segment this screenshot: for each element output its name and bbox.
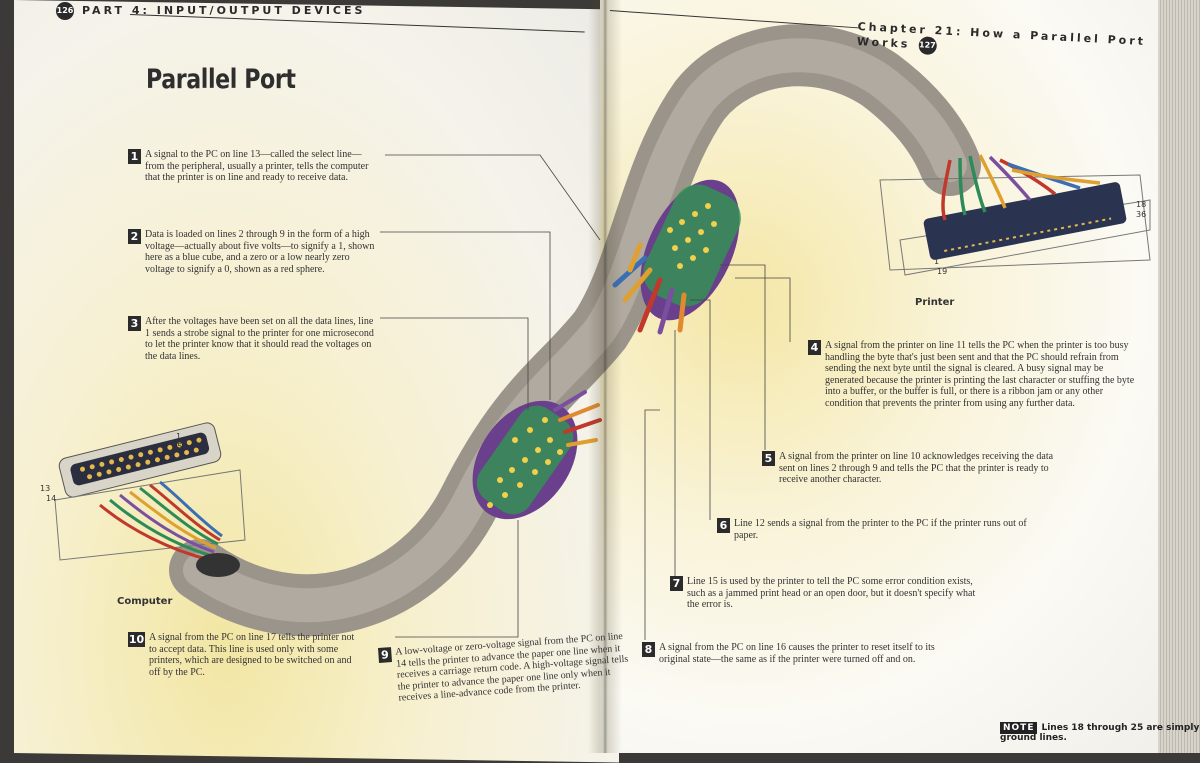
step-7-number: 7 bbox=[670, 576, 683, 591]
right-page-number: 127 bbox=[918, 36, 937, 55]
step-1-text: A signal to the PC on line 13—called the… bbox=[128, 149, 378, 184]
step-5: 5 A signal from the printer on line 10 a… bbox=[762, 451, 1062, 486]
computer-connector bbox=[55, 421, 245, 577]
step-4: 4 A signal from the printer on line 11 t… bbox=[808, 340, 1138, 409]
left-running-head-text: PART 4: INPUT/OUTPUT DEVICES bbox=[82, 4, 365, 17]
step-5-text: A signal from the printer on line 10 ack… bbox=[762, 451, 1062, 486]
step-6-text: Line 12 sends a signal from the printer … bbox=[717, 518, 1027, 541]
step-4-number: 4 bbox=[808, 340, 821, 355]
step-3-text: After the voltages have been set on all … bbox=[128, 316, 378, 362]
pin-label-36-right: 36 bbox=[1136, 210, 1146, 219]
step-8-number: 8 bbox=[642, 642, 655, 657]
pin-label-19-right: 19 bbox=[937, 267, 947, 276]
left-page-number: 126 bbox=[56, 2, 74, 20]
step-3: 3 After the voltages have been set on al… bbox=[128, 316, 378, 362]
step-10-text: A signal from the PC on line 17 tells th… bbox=[128, 632, 358, 678]
step-6: 6 Line 12 sends a signal from the printe… bbox=[717, 518, 1027, 541]
pin-label-13-left: 13 bbox=[40, 484, 50, 493]
step-9-number: 9 bbox=[378, 647, 392, 663]
step-2: 2 Data is loaded on lines 2 through 9 in… bbox=[128, 229, 378, 275]
step-2-number: 2 bbox=[128, 229, 141, 244]
printer-label: Printer bbox=[915, 297, 954, 308]
step-6-number: 6 bbox=[717, 518, 730, 533]
step-10-number: 10 bbox=[128, 632, 145, 647]
step-1-number: 1 bbox=[128, 149, 141, 164]
step-2-text: Data is loaded on lines 2 through 9 in t… bbox=[128, 229, 378, 275]
computer-label: Computer bbox=[117, 596, 172, 607]
page-title: Parallel Port bbox=[146, 64, 296, 95]
step-10: 10 A signal from the PC on line 17 tells… bbox=[128, 632, 358, 678]
step-7-text: Line 15 is used by the printer to tell t… bbox=[670, 576, 980, 611]
step-4-text: A signal from the printer on line 11 tel… bbox=[808, 340, 1138, 409]
pin-label-25-left: 25 bbox=[172, 442, 182, 451]
step-8-text: A signal from the PC on line 16 causes t… bbox=[642, 642, 962, 665]
pin-label-1-left: 1 bbox=[176, 432, 181, 441]
step-8: 8 A signal from the PC on line 16 causes… bbox=[642, 642, 962, 665]
pin-label-1-right: 1 bbox=[934, 257, 939, 266]
pin-label-18-right: 18 bbox=[1136, 200, 1146, 209]
pin-label-14-left: 14 bbox=[46, 494, 56, 503]
step-5-number: 5 bbox=[762, 451, 775, 466]
page-edges bbox=[1158, 0, 1200, 753]
step-7: 7 Line 15 is used by the printer to tell… bbox=[670, 576, 980, 611]
step-1: 1 A signal to the PC on line 13—called t… bbox=[128, 149, 378, 184]
step-3-number: 3 bbox=[128, 316, 141, 331]
